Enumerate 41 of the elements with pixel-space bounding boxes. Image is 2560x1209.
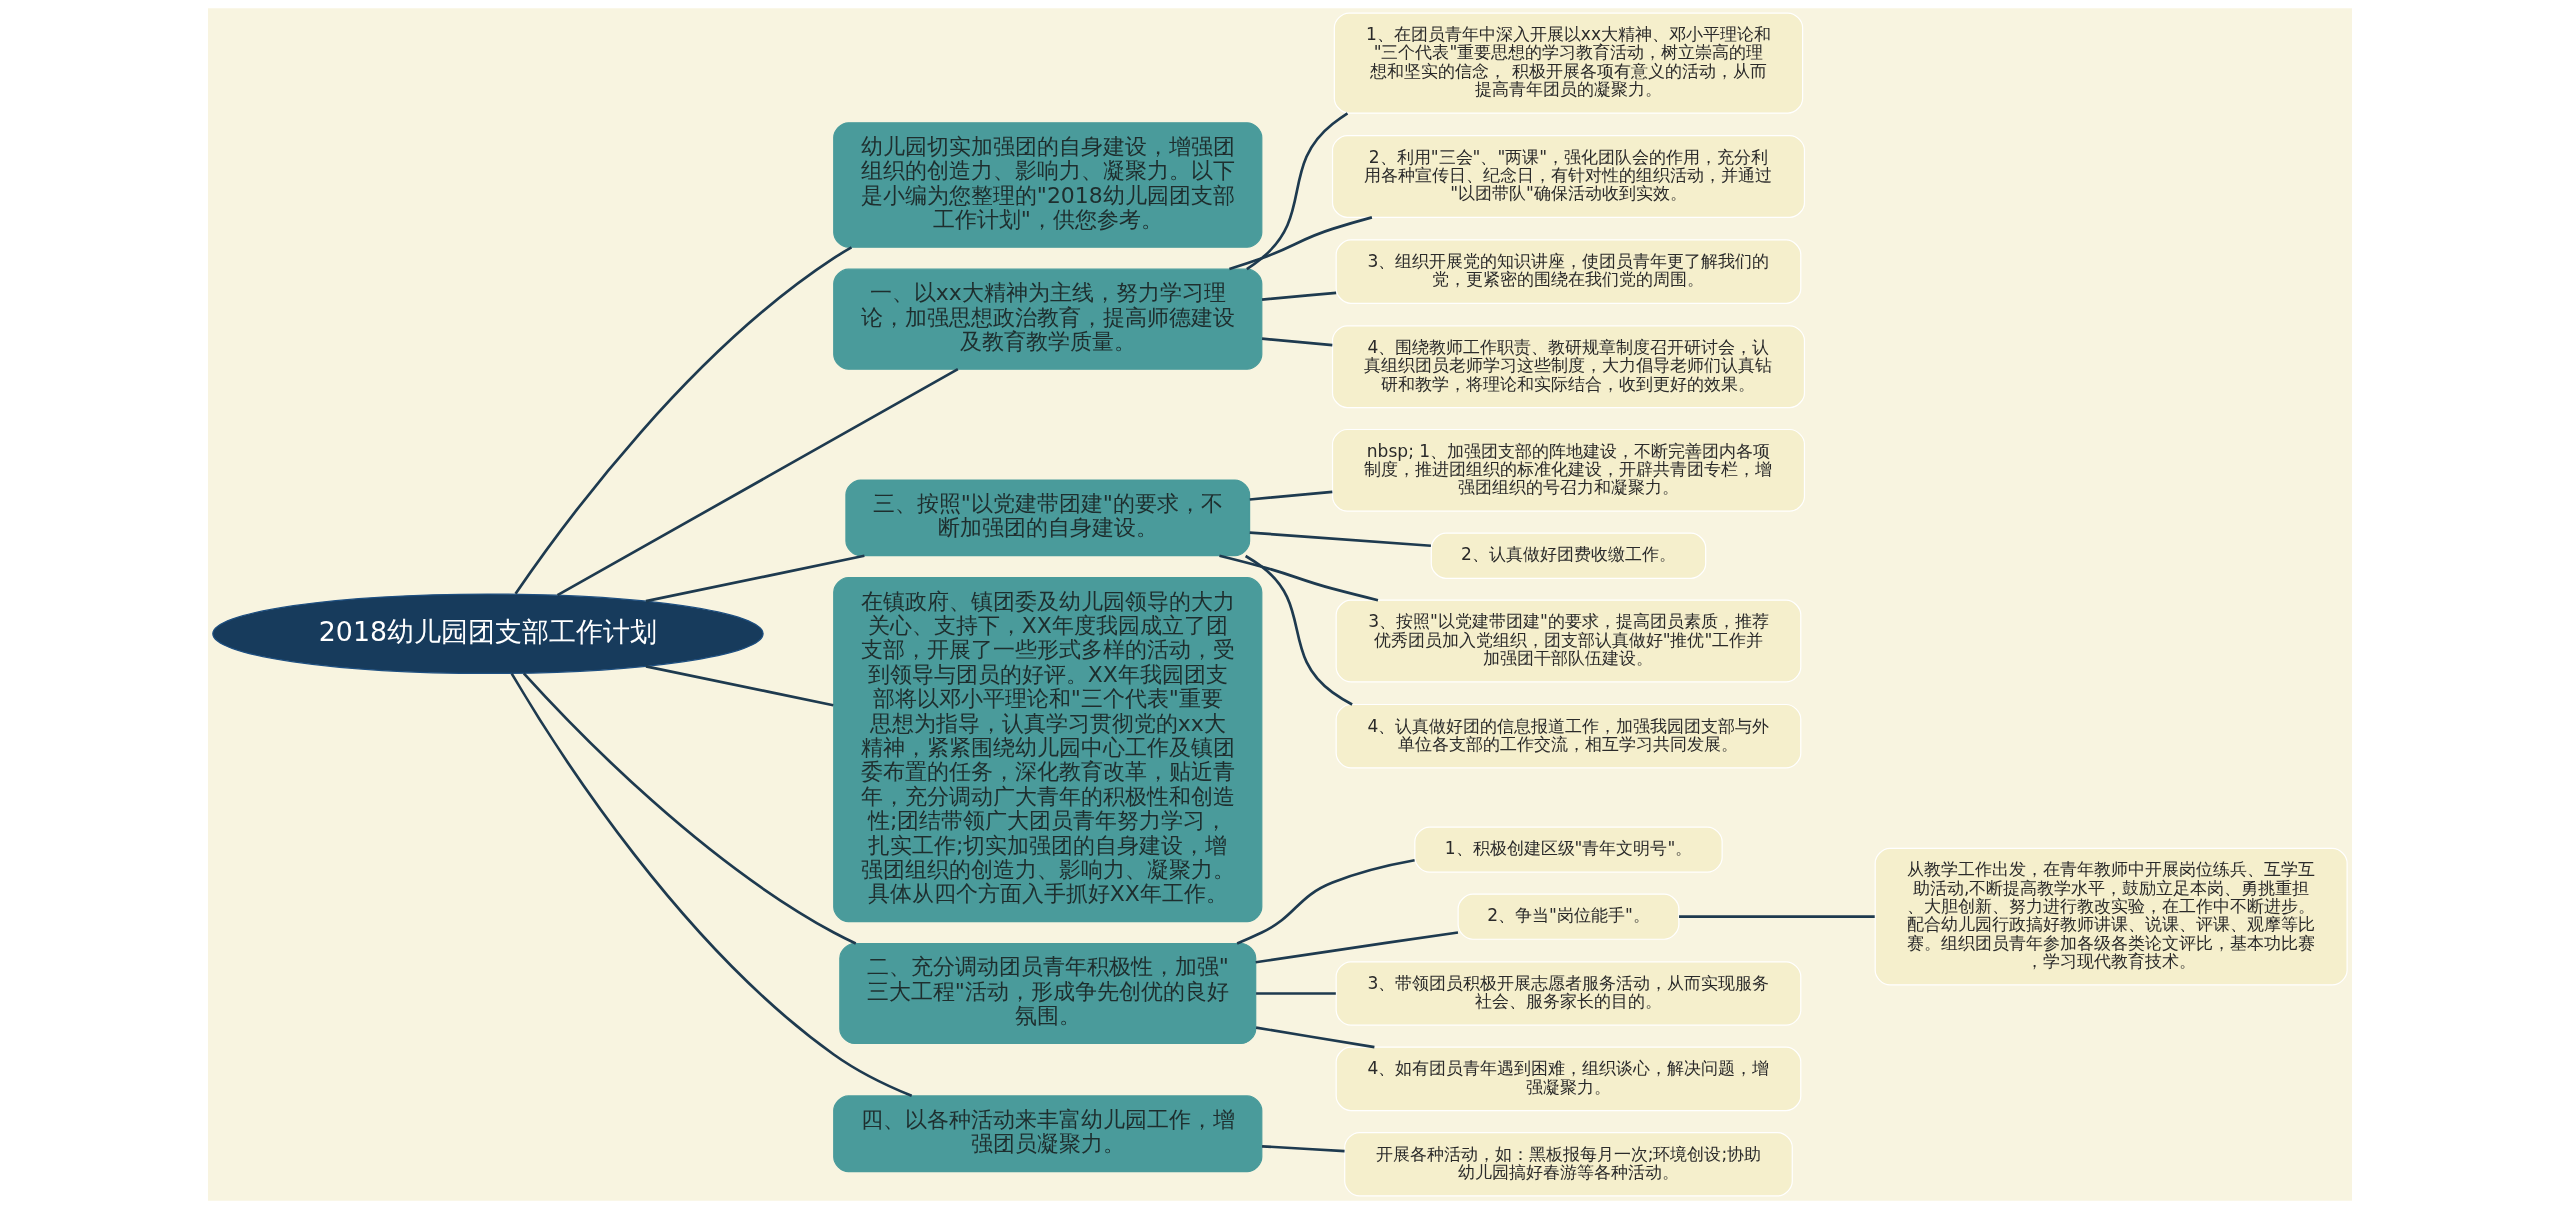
node-box: 2、利用"三会"、"两课"，强化团队会的作用，充分利用各种宣传日、纪念日，有针对性的组织活动，并通过"以团带队"确保活动收到实效。 [1331, 135, 1806, 218]
connector [1249, 490, 1333, 501]
node-box: 3、组织开展党的知识讲座，使团员青年更了解我们的党，更紧密的围绕在我们党的周围。 [1335, 239, 1802, 304]
connector [1261, 1144, 1345, 1153]
connector [556, 368, 959, 597]
connector [1219, 554, 1379, 602]
node-box: 从教学工作出发，在青年教师中开展岗位练兵、互学互助活动,不断提高教学水平，鼓励立足本岗、勇挑重担、大胆创新、努力进行教改实验，在工作中不断进步。配合幼儿园行政搞好教师讲课、说课、评课、观摩等比赛。组织团员青年参加各级各类论文评比，基本功比赛，学习现代教育技术。 [1874, 847, 2348, 986]
node-box: 3、带领团员积极开展志愿者服务活动，从而实现服务社会、服务家长的目的。 [1335, 961, 1802, 1026]
node-box: 2、认真做好团费收缴工作。 [1430, 532, 1707, 579]
node-box: 4、如有团员青年遇到困难，组织谈心，解决问题，增强凝聚力。 [1335, 1046, 1802, 1112]
node-box: 2、争当"岗位能手"。 [1457, 893, 1680, 940]
connector [1255, 1026, 1375, 1049]
connector [1229, 216, 1373, 271]
connector [522, 672, 857, 945]
node-box: 4、围绕教师工作职责、教研规章制度召开研讨会，认真组织团员老师学习这些制度，大力倡导老师们认真钻研和教学，将理论和实际结合，收到更好的效果。 [1331, 325, 1806, 409]
connector [645, 665, 834, 707]
node-box: 三、按照"以党建带团建"的要求，不断加强团的自身建设。 [845, 479, 1251, 557]
node-box: 一、以xx大精神为主线，努力学习理论，加强思想政治教育，提高师德建设及教育教学质量。 [833, 268, 1263, 370]
connector [1679, 915, 1875, 919]
node-ellipse: 2018幼儿园团支部工作计划 [212, 593, 764, 675]
connector [645, 554, 865, 603]
connector [1261, 337, 1333, 347]
connector [510, 672, 913, 1098]
connector [1249, 531, 1432, 548]
connector [514, 246, 853, 595]
node-box: nbsp; 1、加强团支部的阵地建设，不断完善团内各项制度，推进团组织的标准化建设，开辟共青团专栏，增强团组织的号召力和凝聚力。 [1331, 428, 1806, 512]
node-box: 幼儿园切实加强团的自身建设，增强团组织的创造力、影响力、凝聚力。以下是小编为您整理的"2018幼儿园团支部工作计划"，供您参考。 [833, 122, 1263, 248]
connector [1261, 291, 1337, 301]
connector [1255, 931, 1459, 964]
node-box: 二、充分调动团员青年积极性，加强"三大工程"活动，形成争先创优的良好氛围。 [839, 942, 1257, 1045]
node-box: 四、以各种活动来丰富幼儿园工作，增强团员凝聚力。 [833, 1095, 1263, 1173]
connector [1246, 112, 1349, 271]
connector [1244, 554, 1353, 706]
node-box: 1、积极创建区级"青年文明号"。 [1414, 826, 1723, 873]
node-box: 在镇政府、镇团委及幼儿园领导的大力关心、支持下，XX年度我园成立了团支部，开展了一些形式多样的活动，受到领导与团员的好评。XX年我园团支部将以邓小平理论和"三个代表"重要思想为指导，认真学习贯彻党的xx大精神，紧紧围绕幼儿园中心工作及镇团委布置的任务，深化教育改革，贴近青年，充分调动广大青年的积极性和创造性;团结带领广大团员青年努力学习，扎实工作;切实加强团的自身建设，增强团组织的创造力、影响力、凝聚力。具体从四个方面入手抓好XX年工作。 [833, 577, 1263, 923]
node-box: 4、认真做好团的信息报道工作，加强我园团支部与外单位各支部的工作交流，相互学习共同发展。 [1335, 703, 1802, 769]
connector [1256, 992, 1336, 995]
node-box: 开展各种活动，如：黑板报每月一次;环境创设;协助幼儿园搞好春游等各种活动。 [1344, 1131, 1793, 1197]
connector [1236, 858, 1415, 945]
node-box: 3、按照"以党建带团建"的要求，提高团员素质，推荐优秀团员加入党组织，团支部认真做好"推优"工作并加强团干部队伍建设。 [1335, 599, 1802, 683]
node-box: 1、在团员青年中深入开展以xx大精神、邓小平理论和"三个代表"重要思想的学习教育活动，树立崇高的理想和坚实的信念， 积极开展各项有意义的活动，从而提高青年团员的凝聚力。 [1333, 12, 1804, 114]
